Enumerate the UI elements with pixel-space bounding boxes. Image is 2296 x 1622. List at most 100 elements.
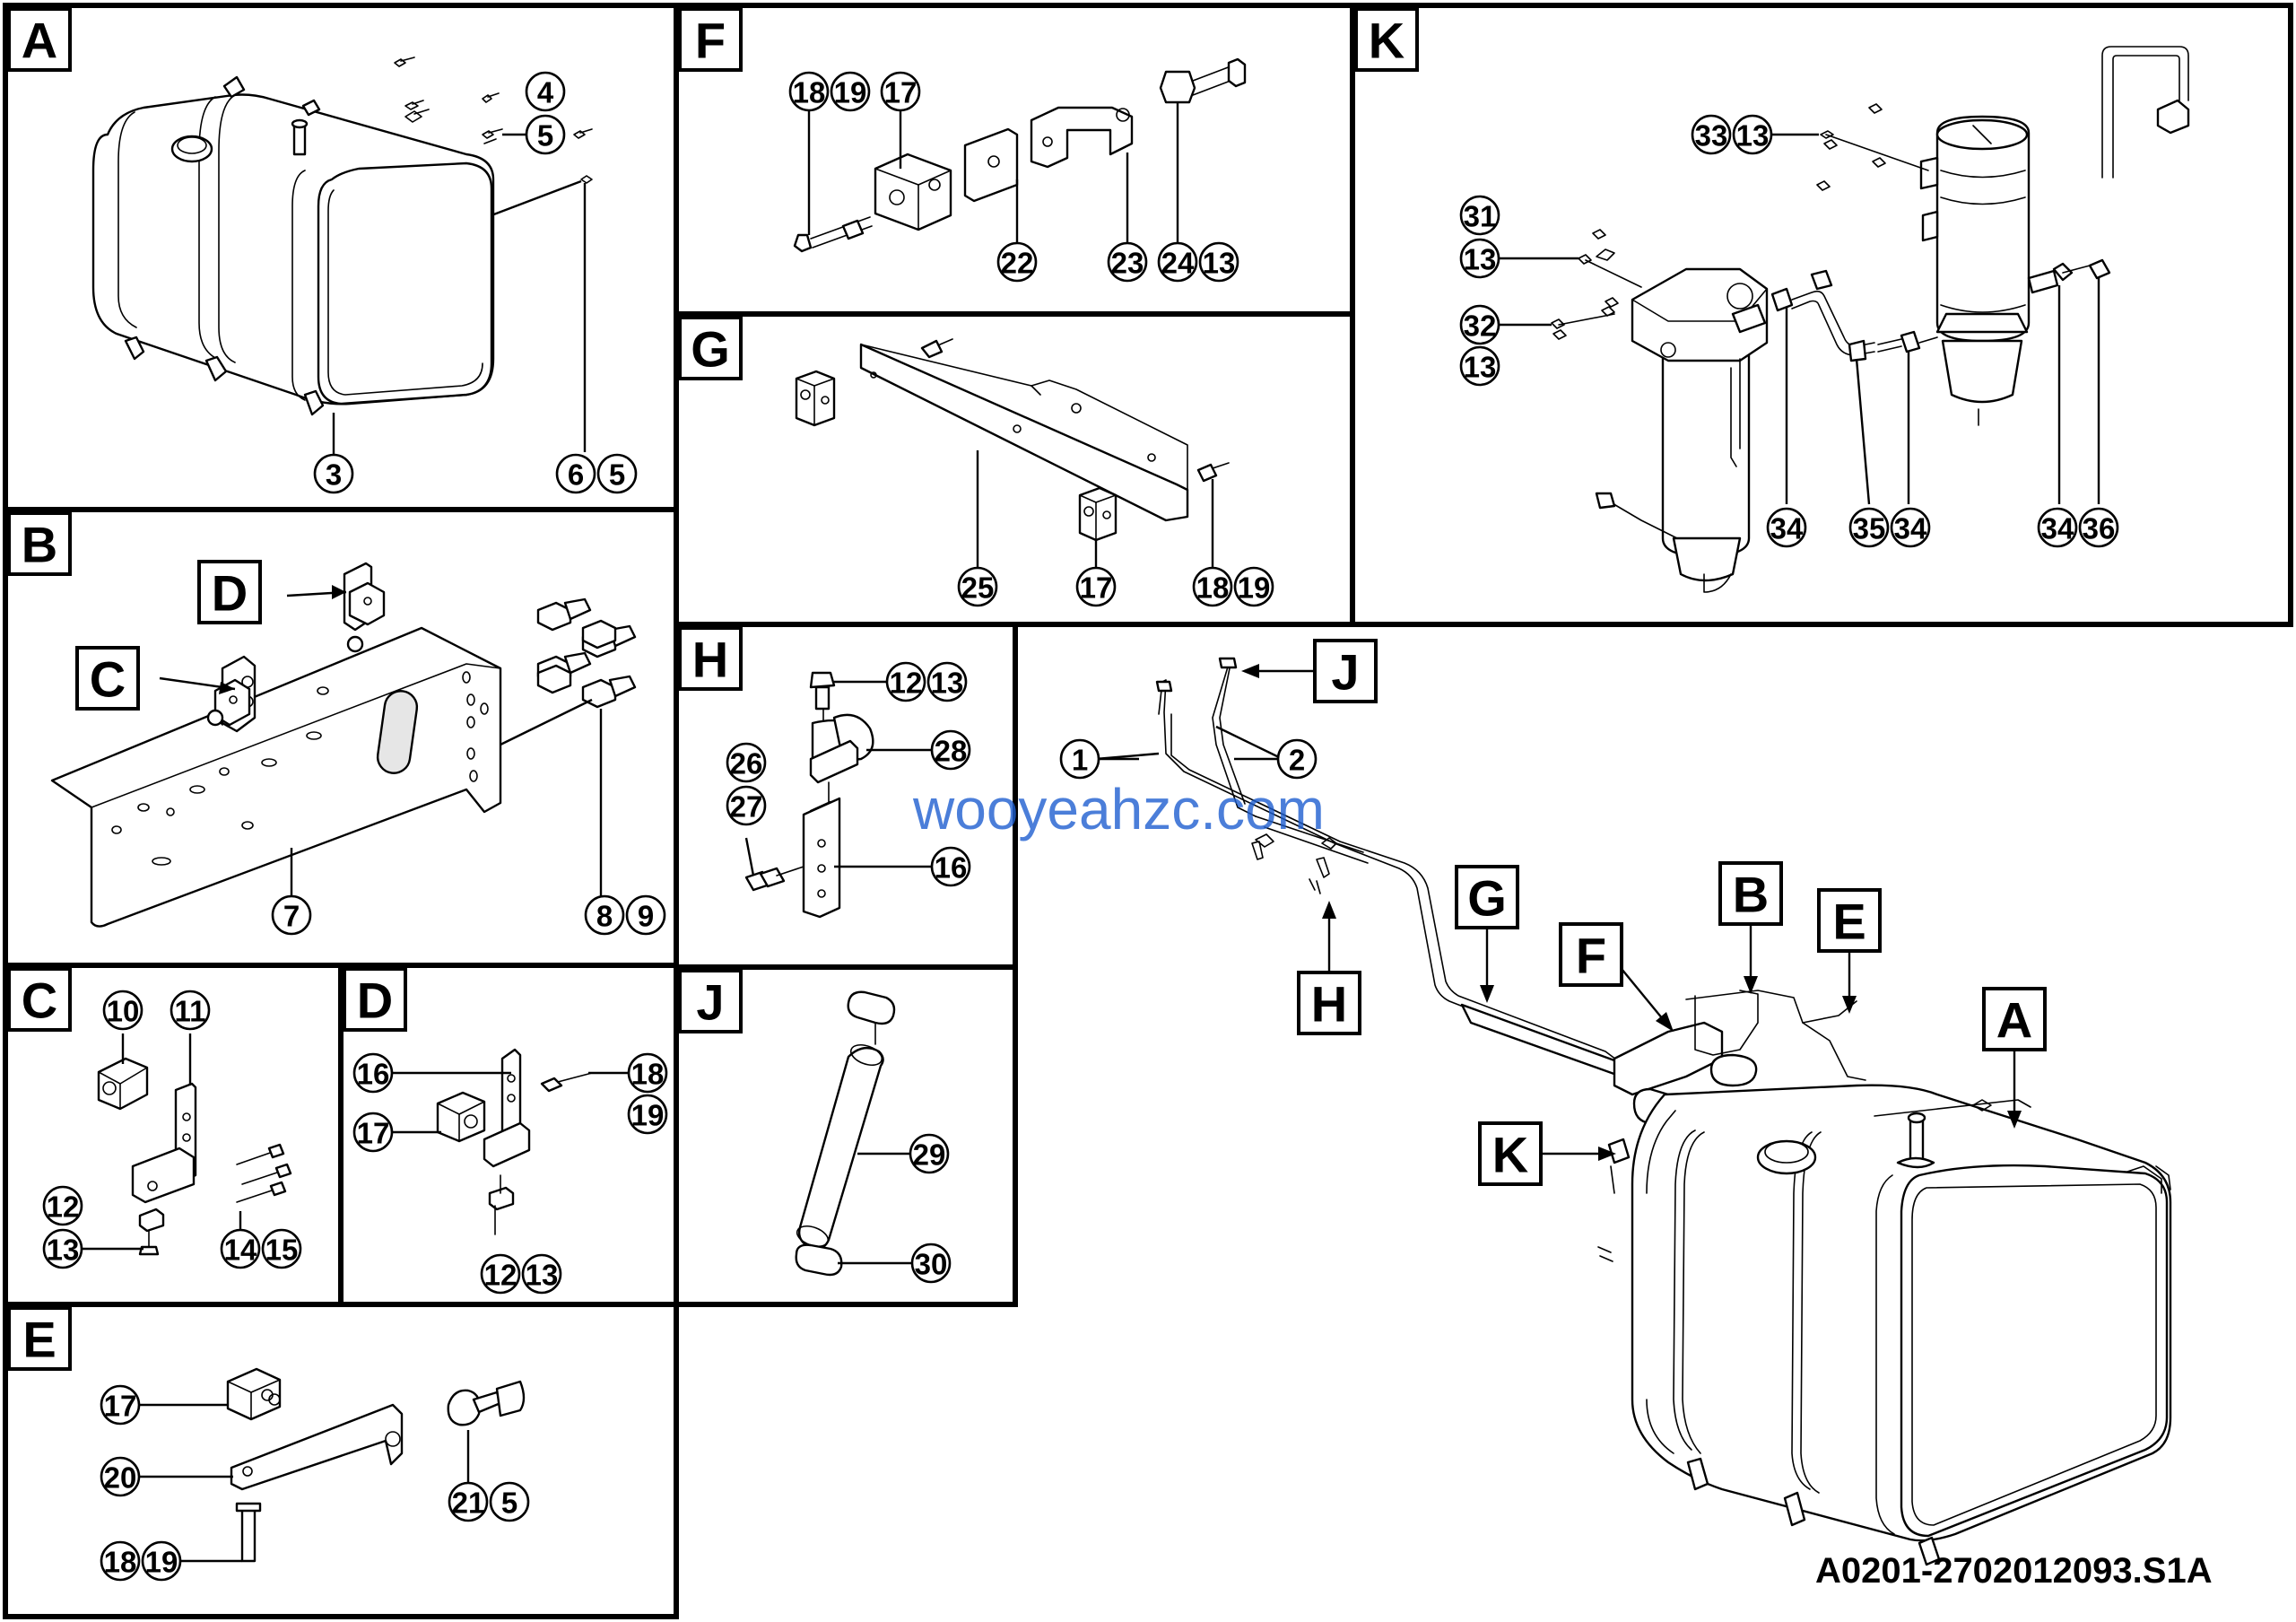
- svg-text:13: 13: [931, 667, 964, 700]
- callout-overview-1: 1: [1059, 738, 1100, 780]
- svg-text:18: 18: [104, 1546, 137, 1579]
- callout-c-10: 10: [102, 990, 144, 1031]
- svg-text:4: 4: [537, 76, 554, 109]
- svg-text:14: 14: [224, 1234, 257, 1267]
- svg-text:7: 7: [283, 900, 300, 933]
- callout-a-5b: 5: [596, 453, 638, 494]
- svg-text:32: 32: [1464, 310, 1497, 343]
- callout-d-18: 18: [627, 1052, 668, 1094]
- svg-text:26: 26: [730, 747, 763, 780]
- svg-text:5: 5: [501, 1487, 517, 1520]
- svg-text:36: 36: [2083, 512, 2116, 545]
- callout-k-34c: 34: [2037, 507, 2078, 548]
- svg-text:8: 8: [596, 900, 613, 933]
- svg-text:H: H: [692, 632, 728, 688]
- callout-a-6: 6: [555, 453, 596, 494]
- section-label-f: F: [678, 7, 743, 72]
- svg-text:12: 12: [484, 1259, 517, 1292]
- svg-text:19: 19: [631, 1099, 665, 1132]
- panel-frames: [3, 3, 2293, 1619]
- svg-text:10: 10: [107, 995, 140, 1028]
- svg-text:G: G: [691, 321, 730, 378]
- svg-text:27: 27: [730, 790, 763, 824]
- svg-text:K: K: [1369, 13, 1405, 69]
- callout-b-7: 7: [271, 894, 312, 936]
- callout-k-13a: 13: [1732, 114, 1773, 155]
- svg-text:13: 13: [1464, 243, 1497, 276]
- svg-text:K: K: [1492, 1127, 1528, 1183]
- section-label-d: D: [343, 967, 407, 1032]
- callout-a-4: 4: [525, 71, 566, 112]
- svg-text:21: 21: [452, 1487, 485, 1520]
- callout-d-19: 19: [627, 1094, 668, 1135]
- callout-h-16: 16: [930, 846, 971, 887]
- svg-text:16: 16: [357, 1058, 390, 1091]
- svg-text:6: 6: [568, 458, 584, 492]
- panel-g-detail: [795, 338, 1230, 569]
- overview-key-a: A: [1982, 987, 2047, 1129]
- callout-f-24: 24: [1157, 241, 1198, 283]
- panel-d-detail: [392, 1048, 628, 1235]
- section-label-h: H: [678, 626, 743, 691]
- svg-text:J: J: [1331, 644, 1359, 701]
- svg-text:2: 2: [1289, 744, 1305, 777]
- callout-f-18: 18: [788, 71, 830, 112]
- callout-b-9: 9: [625, 894, 666, 936]
- svg-text:13: 13: [1464, 351, 1497, 384]
- overview-key-h: H: [1297, 901, 1361, 1035]
- svg-text:34: 34: [2041, 512, 2074, 545]
- svg-text:12: 12: [890, 667, 923, 700]
- svg-text:33: 33: [1695, 119, 1728, 153]
- overview-keys: J H G F B E A K: [75, 560, 2047, 1186]
- callout-g-19: 19: [1233, 566, 1274, 607]
- callout-e-5: 5: [489, 1481, 530, 1522]
- callout-overview-2: 2: [1276, 738, 1318, 780]
- svg-text:H: H: [1311, 976, 1347, 1033]
- panel-k-fuel-filters: [1500, 46, 2190, 593]
- section-label-k: K: [1354, 7, 1419, 72]
- svg-text:E: E: [1832, 894, 1866, 950]
- svg-text:5: 5: [609, 458, 625, 492]
- callout-g-17: 17: [1075, 566, 1117, 607]
- callout-k-33: 33: [1691, 114, 1732, 155]
- svg-text:B: B: [22, 517, 57, 573]
- svg-text:17: 17: [884, 76, 918, 109]
- callout-h-13: 13: [926, 661, 968, 702]
- callout-d-17: 17: [352, 1112, 394, 1153]
- section-label-a: A: [7, 7, 72, 72]
- svg-text:F: F: [695, 13, 726, 69]
- overview-key-g: G: [1455, 865, 1519, 1003]
- svg-text:J: J: [696, 974, 724, 1031]
- svg-text:B: B: [1733, 867, 1769, 923]
- svg-text:9: 9: [638, 900, 654, 933]
- callout-e-17: 17: [100, 1384, 141, 1426]
- section-label-j: J: [678, 969, 743, 1033]
- callout-k-13c: 13: [1459, 345, 1500, 387]
- svg-text:25: 25: [961, 571, 995, 605]
- svg-text:18: 18: [793, 76, 826, 109]
- svg-text:28: 28: [935, 735, 968, 768]
- overview-key-b: B: [1718, 861, 1783, 994]
- svg-text:19: 19: [145, 1546, 178, 1579]
- overview-key-f: F: [1559, 922, 1674, 1032]
- svg-text:17: 17: [357, 1117, 390, 1150]
- svg-text:12: 12: [47, 1190, 80, 1224]
- svg-text:17: 17: [104, 1390, 137, 1423]
- svg-text:13: 13: [526, 1259, 559, 1292]
- callout-g-18: 18: [1192, 566, 1233, 607]
- callout-k-32: 32: [1459, 304, 1500, 345]
- svg-text:19: 19: [834, 76, 867, 109]
- watermark-text: wooyeahzc.com: [912, 777, 1325, 842]
- callout-f-23: 23: [1107, 241, 1148, 283]
- panel-h-detail: [744, 671, 938, 919]
- svg-text:G: G: [1467, 870, 1507, 927]
- panel-c-detail: [82, 1033, 292, 1256]
- svg-text:C: C: [22, 972, 57, 1029]
- svg-text:13: 13: [1203, 247, 1236, 280]
- callout-d-16: 16: [352, 1052, 394, 1094]
- callout-h-12: 12: [885, 661, 926, 702]
- callout-e-20: 20: [100, 1456, 141, 1497]
- svg-text:D: D: [212, 565, 248, 622]
- callout-a-3: 3: [313, 453, 354, 494]
